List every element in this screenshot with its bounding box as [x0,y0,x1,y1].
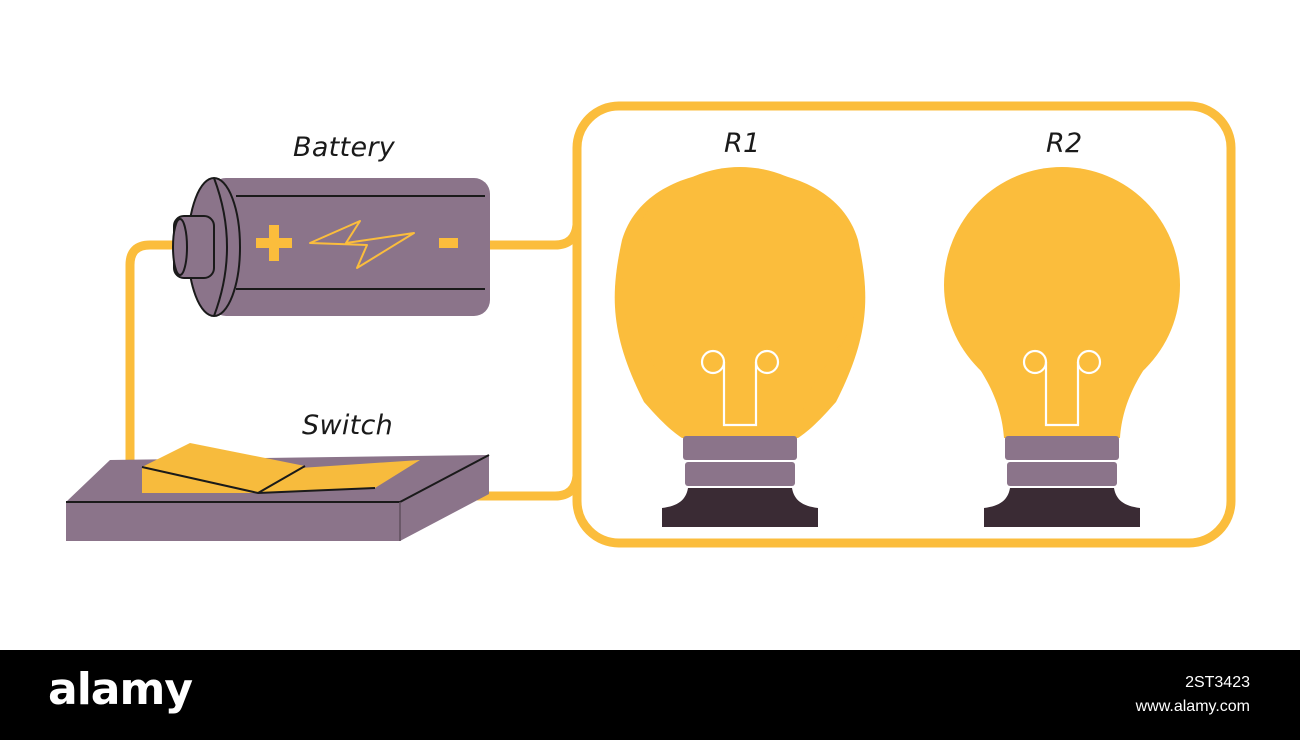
wires [125,101,1236,548]
lightning-icon [309,220,415,269]
battery-to-loop-wire [485,220,582,250]
watermark-footer: alamy 2ST3423 www.alamy.com [0,650,1300,740]
switch-icon [66,443,490,541]
circuit-diagram [66,101,1236,548]
battery-icon [172,177,490,317]
switch-to-loop-wire [447,471,582,501]
switch-label: Switch [302,410,394,441]
r2-label: R2 [1046,128,1083,159]
battery-label: Battery [293,132,396,163]
parallel-loop-wire [572,101,1236,548]
image-id: 2ST3423 [1185,674,1250,691]
site-url: www.alamy.com [1135,698,1250,715]
alamy-logo: alamy [48,664,193,715]
light-bulb-icon [944,167,1180,527]
minus-icon [439,238,458,248]
battery-to-switch-wire [125,240,183,473]
light-bulb-icon [614,167,866,527]
r1-label: R1 [724,128,761,159]
